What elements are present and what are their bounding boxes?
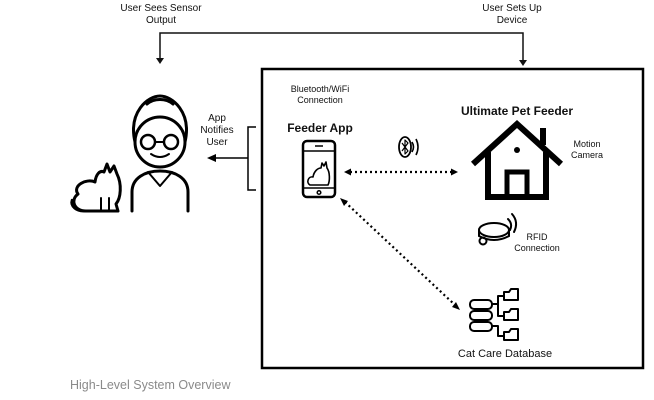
notification-bracket [215,126,256,191]
connection-line-2: Connection [297,95,343,105]
rfid-collar-icon [478,213,518,246]
user-sees-line-1: User Sees Sensor [120,3,202,14]
feeder-app-title: Feeder App [287,121,353,135]
user-sets-line-1: User Sets Up [482,3,542,14]
rfid-label: RFID Connection [505,232,569,254]
app-db-arrowhead-top [340,198,348,206]
connection-line-1: Bluetooth/WiFi [290,84,350,94]
connection-label: Bluetooth/WiFi Connection [278,84,362,106]
arrowhead-to-system [519,60,527,66]
app-database-link [344,201,456,306]
app-feeder-arrowhead-left [344,168,351,176]
arrowhead-to-user [156,58,164,64]
figure-caption: High-Level System Overview [70,378,231,392]
smartphone-icon [301,139,337,199]
user-sees-label: User Sees Sensor Output [113,3,209,27]
user-sets-line-2: Device [496,15,528,26]
app-feeder-arrowhead-right [451,168,458,176]
rfid-line-1: RFID [526,232,548,242]
system-boundary [260,67,645,370]
app-notifies-line-3: User [206,137,228,148]
house-icon [470,119,564,200]
app-notifies-line-2: Notifies [200,125,234,136]
app-db-arrowhead-bottom [452,302,460,310]
rfid-line-2: Connection [514,243,560,253]
motion-camera-line-2: Camera [570,150,603,160]
app-notifies-line-1: App [208,113,226,124]
user-sees-line-2: Output [145,15,177,26]
user-icon [130,94,190,213]
motion-camera-label: Motion Camera [565,139,609,161]
top-connector-arrow [159,32,524,62]
pet-feeder-title: Ultimate Pet Feeder [460,104,574,118]
motion-camera-line-1: Motion [573,139,601,149]
app-notifies-label: App Notifies User [193,113,241,149]
user-sets-label: User Sets Up Device [464,3,560,27]
database-label: Cat Care Database [457,348,553,360]
notify-arrowhead [207,154,216,162]
cat-icon [70,162,122,213]
database-icon [469,288,519,341]
bluetooth-icon [398,136,419,158]
